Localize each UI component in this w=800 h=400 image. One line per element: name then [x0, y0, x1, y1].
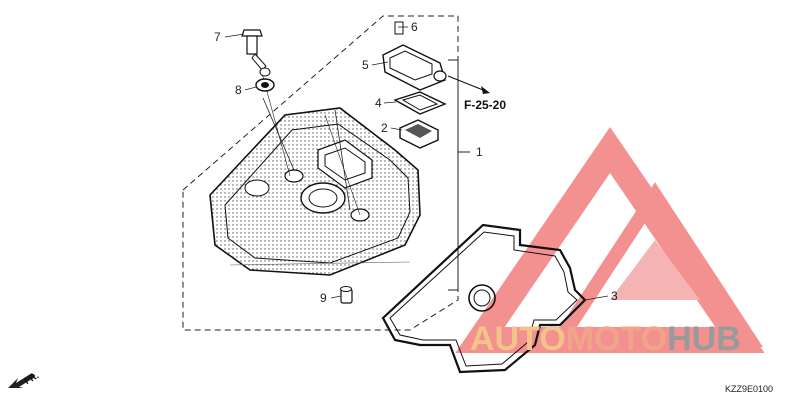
- watermark-part-2: MOTO: [566, 320, 667, 358]
- callout-8: 8: [235, 83, 242, 97]
- reference-label: F-25-20: [464, 98, 506, 112]
- bracket-1: [448, 59, 459, 291]
- callout-4: 4: [375, 96, 382, 110]
- part-2: [399, 119, 439, 149]
- watermark-logo: [455, 126, 765, 353]
- direction-label: FR.: [23, 370, 41, 386]
- callout-2: 2: [381, 121, 388, 135]
- watermark-text: AUTOMOTOHUB: [470, 320, 741, 358]
- part-9: [340, 286, 353, 304]
- direction-arrow-icon: [8, 373, 35, 388]
- assembly-outline: [182, 15, 459, 331]
- breather-5: [382, 21, 447, 91]
- gasket-3: [381, 223, 587, 374]
- bolt-7: [241, 29, 267, 71]
- valve-cover: [209, 107, 421, 276]
- callout-3: 3: [611, 289, 618, 303]
- washer-8: [255, 67, 275, 92]
- diagram-code: KZZ9E0100: [725, 384, 773, 394]
- callout-6: 6: [411, 20, 418, 34]
- callout-1: 1: [476, 145, 483, 159]
- callout-9: 9: [320, 291, 327, 305]
- callout-7: 7: [214, 30, 221, 44]
- callout-5: 5: [362, 58, 369, 72]
- watermark-part-1: AUTO: [470, 320, 566, 358]
- watermark-part-3: HUB: [667, 320, 741, 358]
- plate-4: [393, 91, 447, 115]
